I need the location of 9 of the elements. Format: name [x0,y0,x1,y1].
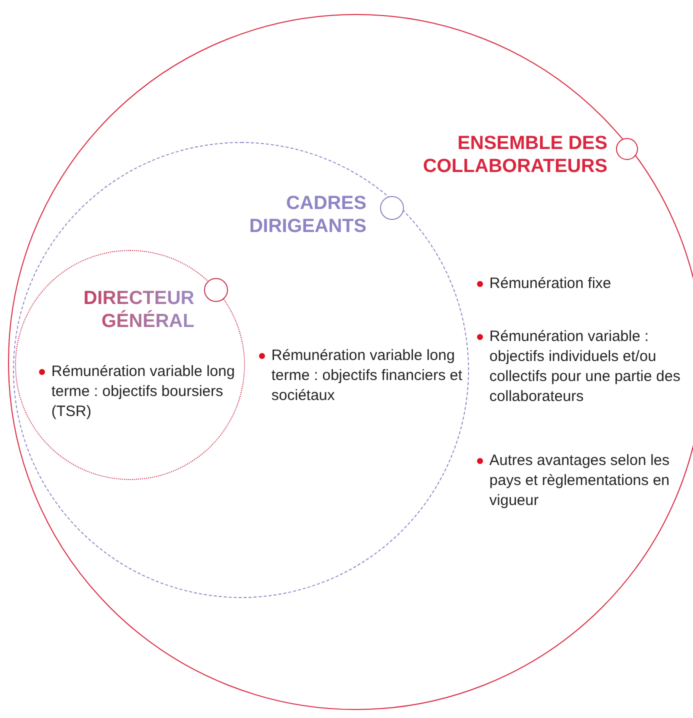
bullet-text: Rémunération variable long terme : objectifs financiers et sociétaux [259,346,470,406]
group-heading: ENSEMBLE DES COLLABORATEURS [422,132,608,178]
group-circle [15,250,245,480]
group-heading: CADRES DIRIGEANTS [248,192,366,238]
bullet-text: Autres avantages selon les pays et règlementations en vigueur [477,451,680,512]
bullet-text: Rémunération fixe [477,274,690,294]
group-circle [8,14,693,710]
bullet-text: Rémunération variable long terme : objectifs boursiers (TSR) [39,362,248,422]
bullet-text: Rémunération variable : objectifs individuels et/ou collectifs pour une partie des collaborateurs [477,327,693,408]
